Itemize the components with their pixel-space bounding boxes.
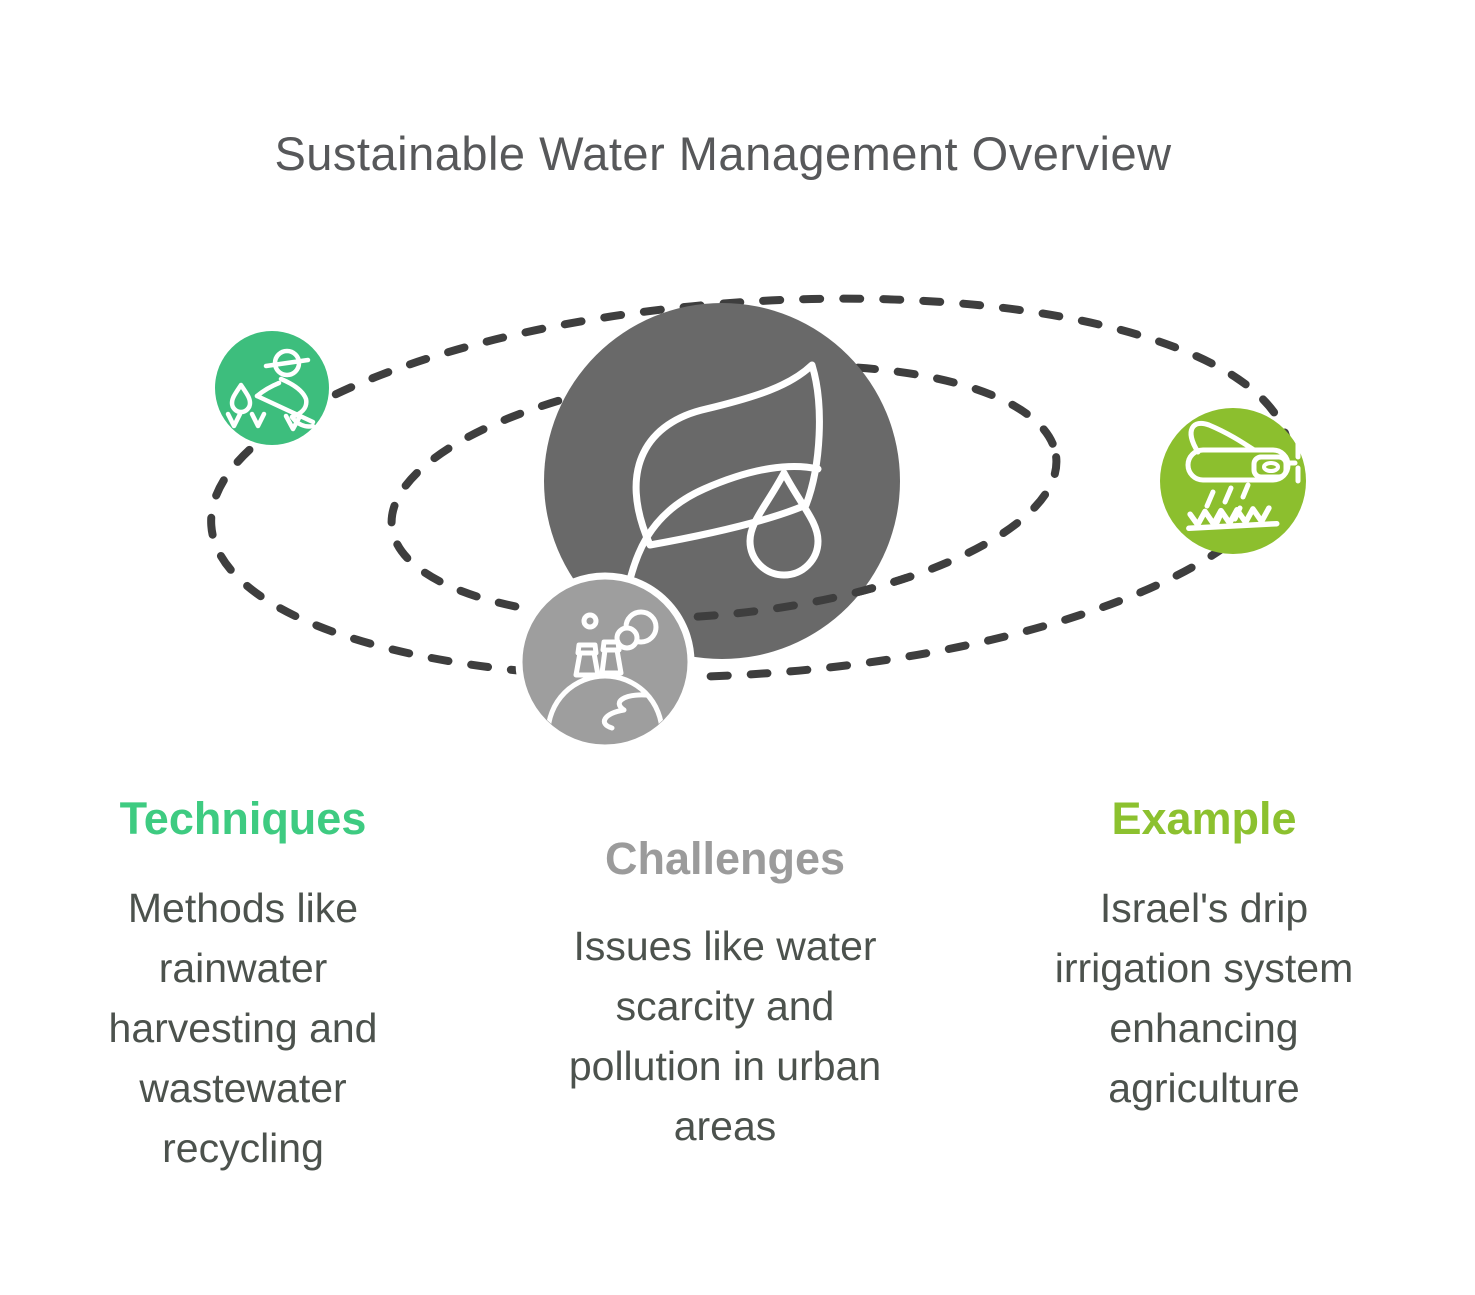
inner-orbit-front-arc (552, 574, 1022, 623)
plane-window-oval (1262, 461, 1280, 473)
farmer-leg (289, 414, 316, 429)
water-drop (746, 469, 822, 579)
leaf-outline (632, 361, 823, 549)
smoke-cloud-small (614, 625, 640, 651)
sprout-2 (249, 411, 267, 429)
spray-drop-3 (1240, 482, 1251, 500)
plane-window (1251, 454, 1289, 480)
farmer-tool (254, 393, 316, 425)
leaf-water-drop-icon (618, 361, 823, 632)
techniques-description: Methods like rainwater harvesting and wa… (108, 885, 378, 1171)
farmer-hat-brim (263, 357, 311, 369)
crop-zigzag (1187, 505, 1272, 528)
plane-propeller (1285, 441, 1301, 484)
chimney-right (599, 647, 624, 676)
crop-duster-plane-icon (1185, 421, 1301, 532)
smoke-dot (581, 612, 599, 630)
chimney-left (573, 650, 601, 678)
chimney-left-cap (575, 642, 599, 656)
crop-ground-line (1186, 520, 1280, 532)
sprout-3 (283, 413, 303, 432)
sprout-1 (225, 411, 243, 429)
challenges-description: Issues like water scarcity and pollution… (568, 923, 882, 1149)
leaf-stem-vein (618, 462, 822, 632)
plane-wing (1188, 421, 1257, 455)
chimney-right-cap (600, 639, 622, 653)
example-heading: Example (1111, 793, 1297, 844)
globe-continent (601, 692, 649, 731)
example-description: Israel's drip irrigation system enhancin… (1054, 885, 1354, 1111)
spray-drop-1 (1204, 489, 1216, 509)
page-title: Sustainable Water Management Overview (274, 127, 1172, 180)
challenges-heading: Challenges (604, 833, 846, 884)
crop-row (1186, 505, 1280, 532)
spray-drop-2 (1222, 485, 1234, 505)
farmer-planting-icon (225, 348, 316, 432)
techniques-heading: Techniques (119, 793, 367, 844)
